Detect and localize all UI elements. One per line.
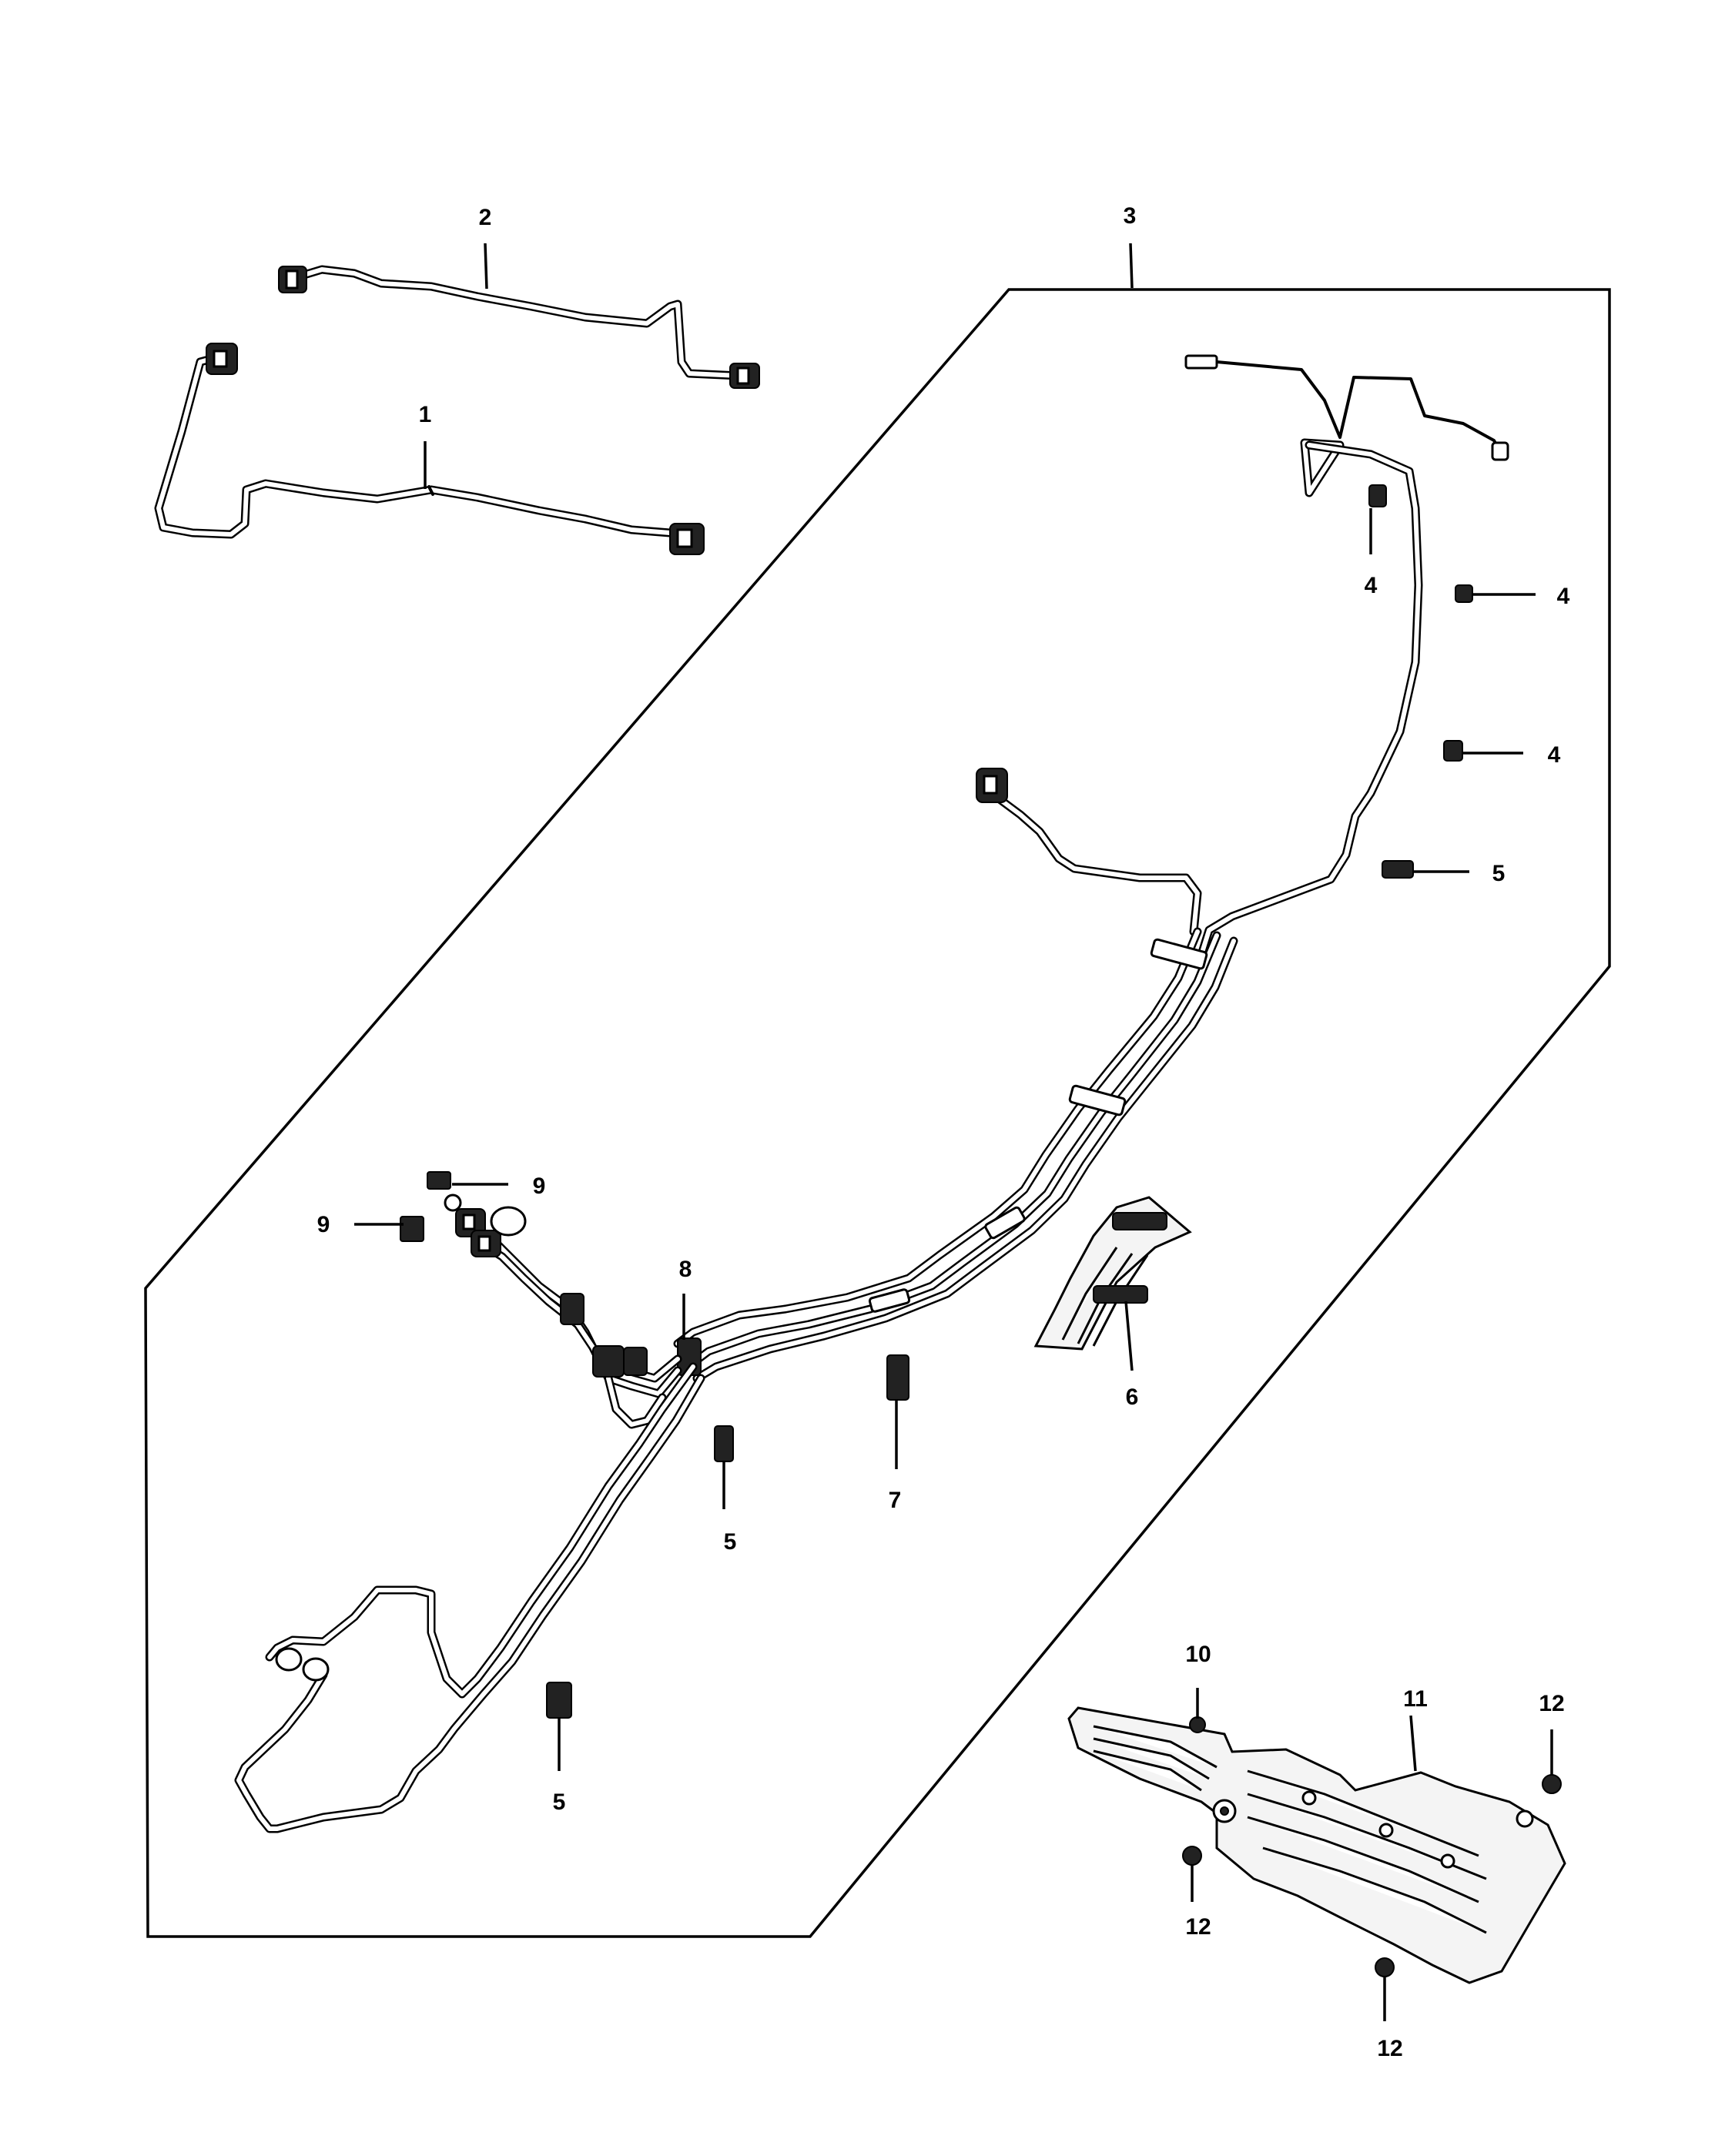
part-10-nut: [1189, 1716, 1206, 1733]
callout-9b: 9: [317, 1212, 330, 1237]
callout-12a: 12: [1539, 1691, 1564, 1716]
part-3-fuel-line-bundle: [234, 354, 1509, 1833]
bundle-clip-3: [984, 1206, 1026, 1240]
part-5-clip-c: [546, 1682, 572, 1719]
part-9-clip-b: [400, 1216, 424, 1242]
callout-4a: 4: [1365, 573, 1378, 598]
part-1-connector-top: [206, 343, 238, 375]
part-12-nut-b: [1182, 1846, 1202, 1866]
assembly-boundary: [144, 288, 1611, 1938]
part-3-fitting-top: [1184, 354, 1218, 370]
leader-lines: [354, 243, 1553, 2021]
callout-5c: 5: [553, 1789, 566, 1815]
callout-4c: 4: [1548, 742, 1561, 768]
part-4-clip-a: [1368, 484, 1387, 507]
part-1-connector-bottom: [669, 523, 705, 555]
part-3-fitting-right: [1491, 441, 1509, 461]
part-11-shield: [1067, 1706, 1566, 1984]
callout-1: 1: [419, 402, 432, 427]
callout-12c: 12: [1377, 2036, 1402, 2061]
bundle-clip-2: [1068, 1084, 1127, 1116]
part-6-heat-shield: [1033, 1196, 1192, 1351]
left-connector-cluster: [455, 1206, 648, 1378]
callout-7: 7: [889, 1488, 902, 1513]
part-2-fuel-line: [278, 265, 760, 389]
bundle-clip-1: [1150, 938, 1208, 970]
callout-6: 6: [1126, 1384, 1139, 1410]
callout-10: 10: [1185, 1642, 1211, 1667]
part-4-clip-b: [1455, 584, 1473, 603]
part-9-clip-a-knob: [444, 1194, 462, 1212]
callout-9a: 9: [533, 1173, 546, 1199]
callout-2: 2: [479, 205, 492, 230]
part-2-connector-left: [278, 266, 307, 293]
callout-4b: 4: [1557, 584, 1570, 609]
part-5-clip-b: [714, 1425, 734, 1462]
part-12-nut-a: [1542, 1774, 1562, 1794]
callout-5b: 5: [724, 1529, 737, 1555]
bundle-clip-4: [868, 1288, 911, 1313]
callout-3: 3: [1124, 203, 1137, 229]
part-3-connector-upper: [976, 768, 1008, 803]
lower-left-fitting: [275, 1647, 330, 1682]
callout-8: 8: [679, 1257, 692, 1282]
part-7-retainer: [886, 1354, 909, 1401]
part-4-clip-c: [1443, 740, 1463, 762]
callouts: 1 2 3 4 4 4 5 5 5 6 7 8 9 9 10 11 12 12 …: [317, 203, 1570, 2061]
part-1-fuel-line: [154, 343, 705, 555]
part-9-clip-a: [427, 1171, 451, 1190]
part-2-connector-right: [729, 363, 760, 389]
part-12-nut-c: [1375, 1957, 1395, 1977]
callout-12b: 12: [1185, 1914, 1211, 1940]
part-5-clip-a: [1382, 860, 1414, 879]
callout-5a: 5: [1492, 861, 1506, 886]
callout-11: 11: [1403, 1686, 1428, 1712]
